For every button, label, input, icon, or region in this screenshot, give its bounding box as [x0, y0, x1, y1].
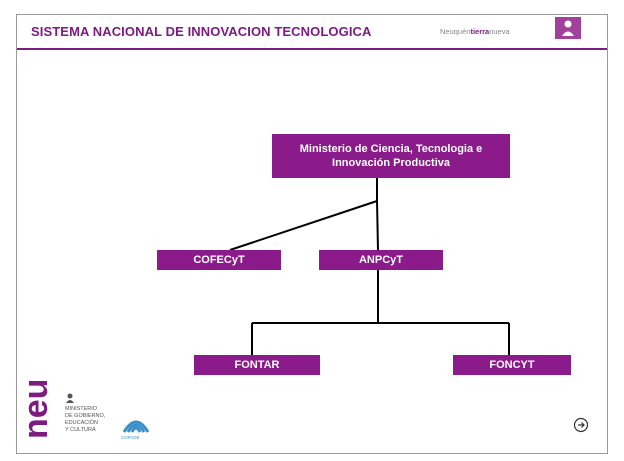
slide-footer: neu MINISTERIO DE GOBIERNO, EDUCACIÓN Y … — [17, 378, 607, 452]
slide-title: SISTEMA NACIONAL DE INNOVACION TECNOLOGI… — [31, 24, 372, 39]
node-cofecyt: COFECyT — [157, 250, 281, 270]
brand-text: Neuquéntierranueva — [440, 27, 510, 36]
ministry-line: MINISTERIO — [65, 406, 98, 412]
copade-logo-icon — [122, 420, 150, 433]
connector-cofecyt — [229, 200, 378, 251]
connector-anpcyt — [376, 200, 379, 251]
ministry-line: DE GOBIERNO, — [65, 413, 106, 419]
brand-prefix: Neuquén — [440, 27, 471, 36]
slide: SISTEMA NACIONAL DE INNOVACION TECNOLOGI… — [16, 14, 608, 454]
slide-header: SISTEMA NACIONAL DE INNOVACION TECNOLOGI… — [17, 15, 607, 51]
shield-icon — [555, 17, 581, 39]
connector-lines — [229, 178, 510, 355]
brand-bold: tierra — [470, 27, 490, 36]
brand-suffix: nueva — [489, 27, 510, 36]
ministry-text: MINISTERIO DE GOBIERNO, EDUCACIÓN Y CULT… — [65, 406, 115, 434]
copade-label: COPADE — [121, 435, 140, 440]
node-ministerio: Ministerio de Ciencia, Tecnologia e Inno… — [272, 134, 510, 178]
neu-logo: neu — [17, 378, 55, 439]
node-fontar: FONTAR — [194, 355, 320, 375]
header-divider — [17, 48, 607, 50]
arrow-right-circle-icon[interactable] — [573, 417, 589, 433]
node-foncyt: FONCYT — [453, 355, 571, 375]
ministry-line: EDUCACIÓN — [65, 420, 99, 426]
ministry-line: Y CULTURA — [65, 427, 96, 433]
ministry-seal-icon — [65, 392, 75, 407]
node-anpcyt: ANPCyT — [319, 250, 443, 270]
